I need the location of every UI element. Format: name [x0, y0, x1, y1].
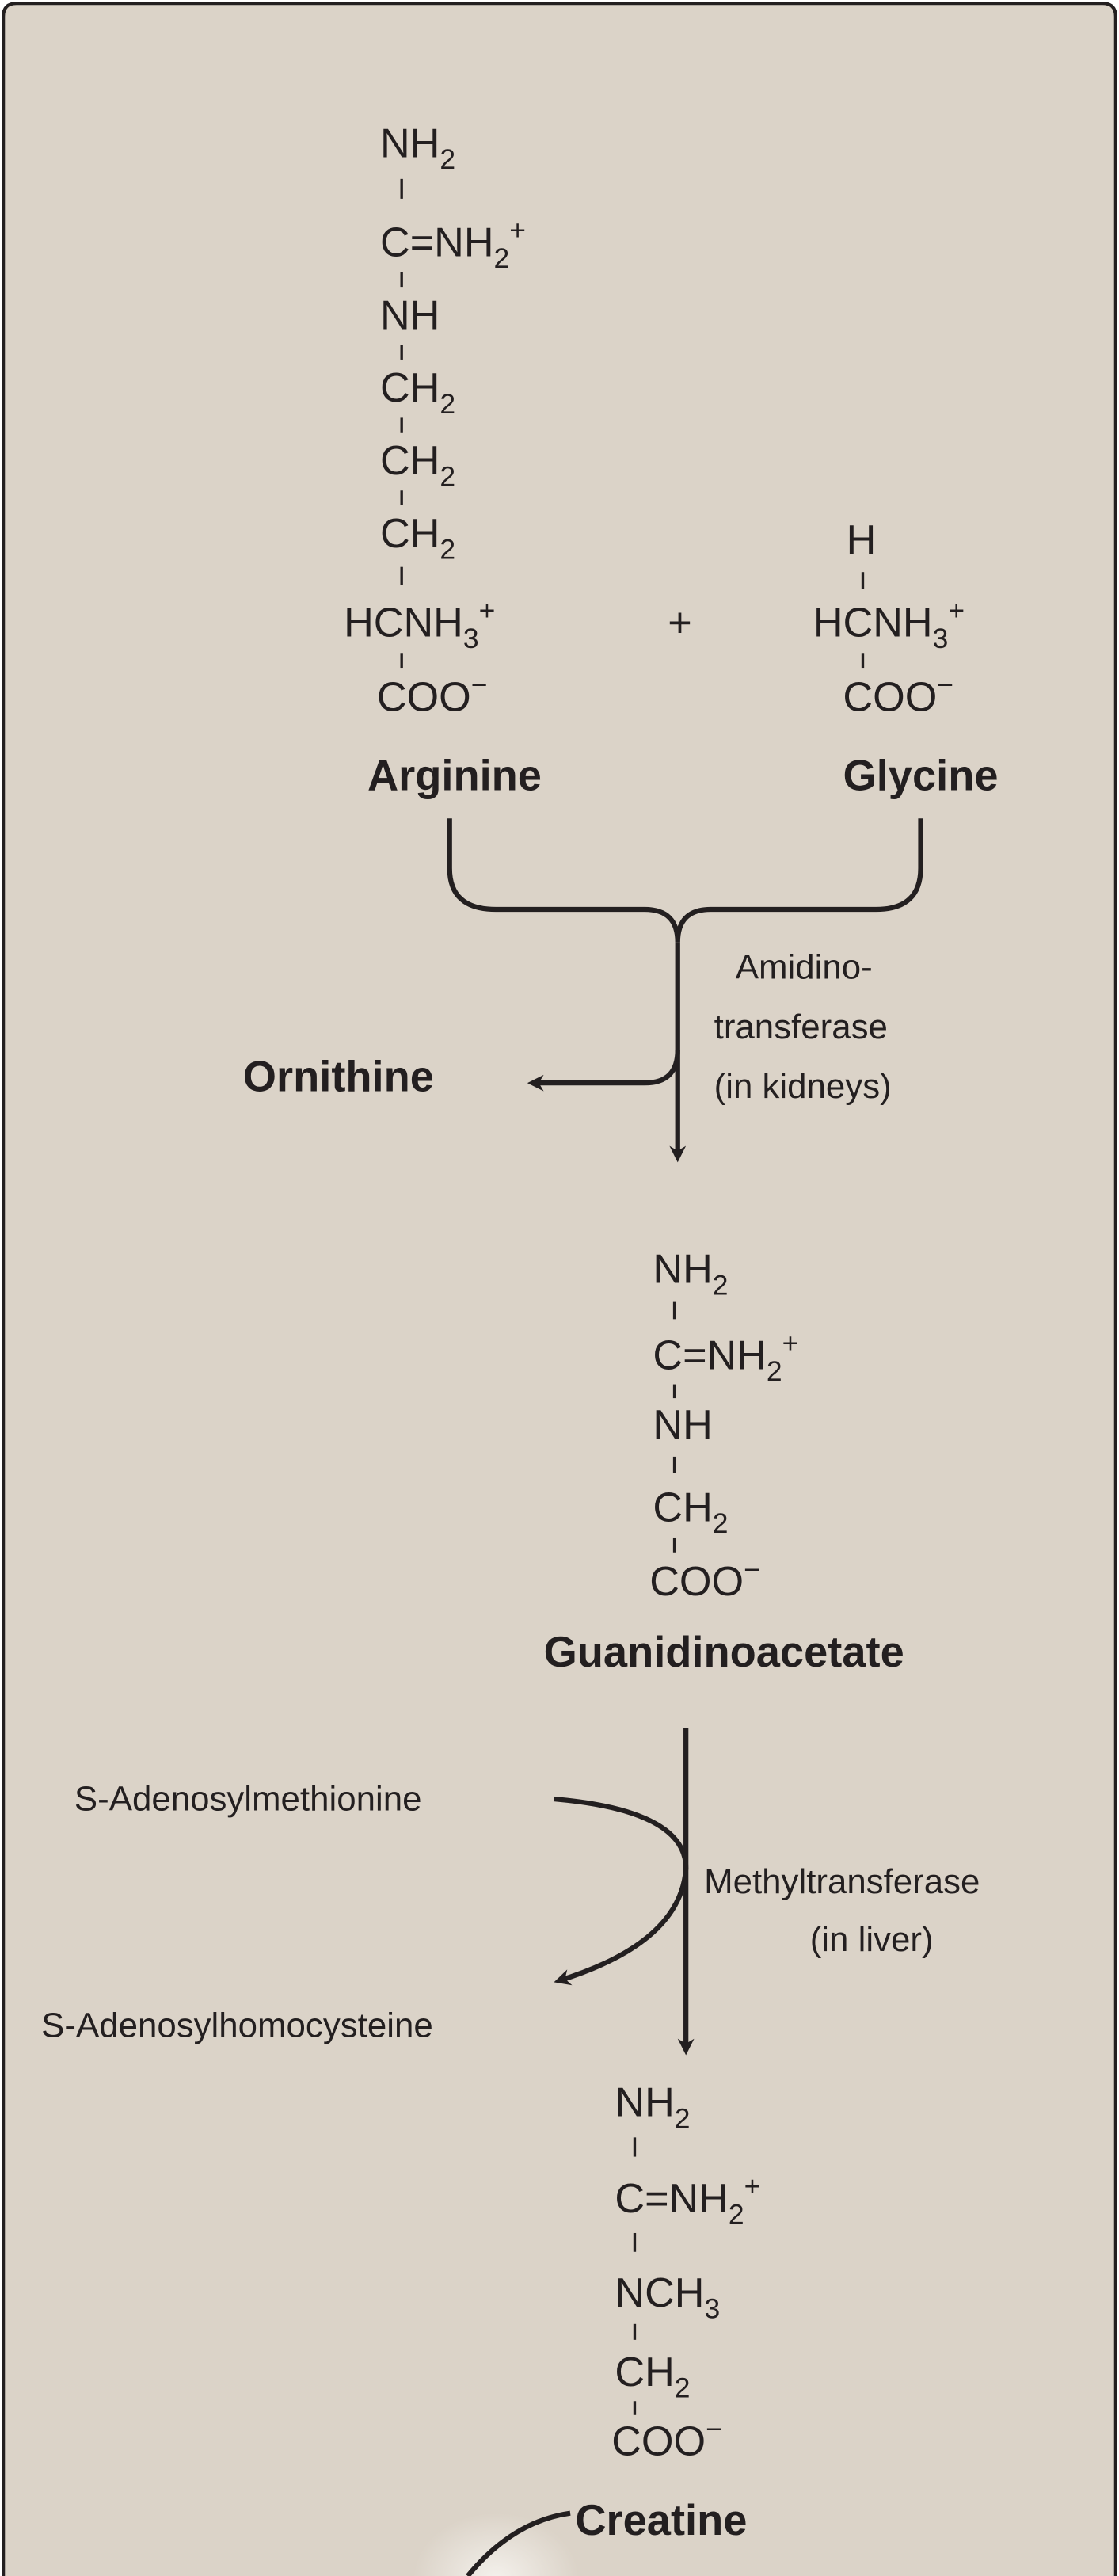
plus-sign: +: [668, 600, 691, 646]
creatine-formula-line: NH2: [615, 2080, 690, 2135]
guanidinoacetate-formula-line: COO−: [649, 1553, 760, 1605]
enzyme-label-line2: transferase: [714, 1008, 888, 1046]
guanidinoacetate-formula-line: NH2: [653, 1247, 728, 1301]
molecule-formulas: NH2C=NH2+NHCH2CH2CH2HCNH3+COO−HHCNH3+COO…: [344, 120, 965, 2464]
creatine-formula-line: CH2: [615, 2349, 690, 2404]
glycine-formula-line: COO−: [843, 669, 953, 721]
arginine-formula-line: COO−: [377, 669, 488, 721]
arginine-formula-line: NH2: [380, 120, 455, 175]
creatine-label: Creatine: [575, 2497, 747, 2544]
guanidinoacetate-formula-line: NH: [653, 1402, 712, 1448]
ornithine-label: Ornithine: [243, 1054, 434, 1101]
guanidinoacetate-formula-line: C=NH2+: [653, 1327, 798, 1386]
arginine-formula-line: HCNH3+: [344, 595, 495, 654]
creatine-leader-line: [466, 2510, 571, 2576]
arginine-formula-line: CH2: [380, 438, 455, 493]
arginine-label: Arginine: [367, 753, 542, 800]
arginine-formula-line: NH: [380, 292, 440, 338]
glycine-formula-line: H: [847, 517, 877, 563]
enzyme-label-line1: Amidino-: [736, 948, 873, 987]
sam-to-sah-curve: [553, 1796, 689, 1986]
creatine-formula-line: COO−: [611, 2414, 722, 2465]
guanidinoacetate-label: Guanidinoacetate: [544, 1629, 904, 1676]
arrow-to-ornithine: [527, 1050, 680, 1092]
arginine-formula-line: C=NH2+: [380, 215, 526, 274]
creatine-formula-line: C=NH2+: [615, 2170, 760, 2230]
glycine-label: Glycine: [843, 753, 999, 800]
sah-label: S-Adenosylhomocysteine: [41, 2006, 433, 2045]
arginine-formula-line: CH2: [380, 511, 455, 566]
creatine-formula-line: NCH3: [615, 2270, 720, 2325]
enzyme2-label-line2: (in liver): [810, 1920, 934, 1959]
reaction-bracket: [447, 818, 923, 943]
enzyme-label-line3: (in kidneys): [714, 1067, 892, 1106]
guanidinoacetate-formula-line: CH2: [653, 1484, 728, 1539]
enzyme2-label-line1: Methyltransferase: [704, 1862, 980, 1901]
glycine-formula-line: HCNH3+: [813, 595, 965, 654]
arginine-formula-line: CH2: [380, 365, 455, 420]
sam-label: S-Adenosylmethionine: [74, 1780, 422, 1819]
